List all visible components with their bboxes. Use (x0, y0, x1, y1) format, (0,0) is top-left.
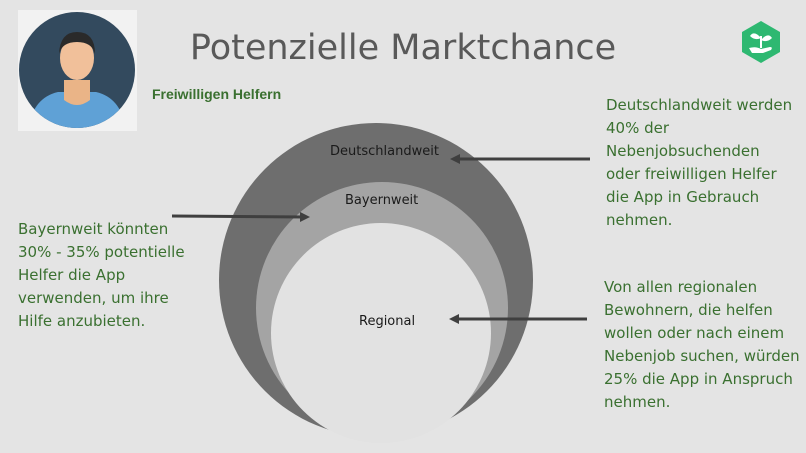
logo (740, 20, 782, 69)
note-regional: Von allen regionalen Bewohnern, die helf… (604, 278, 800, 411)
avatar (18, 10, 137, 131)
page-subtitle: Freiwilligen Helfern (152, 86, 282, 102)
label-bayernweit: Bayernweit (345, 193, 419, 208)
note-germany: Deutschlandweit werden 40% der Nebenjobs… (606, 96, 793, 229)
arrow-left (171, 211, 310, 222)
person-avatar-icon (19, 12, 135, 128)
note-bavaria: Bayernweit könnten 30% - 35% potentielle… (18, 220, 185, 330)
label-deutschlandweit: Deutschlandweit (330, 144, 439, 159)
label-regional: Regional (359, 314, 416, 329)
plant-hand-hexagon-icon (742, 21, 780, 63)
inner-circle-regional (271, 223, 491, 443)
page-title: Potenzielle Marktchance (189, 28, 617, 68)
